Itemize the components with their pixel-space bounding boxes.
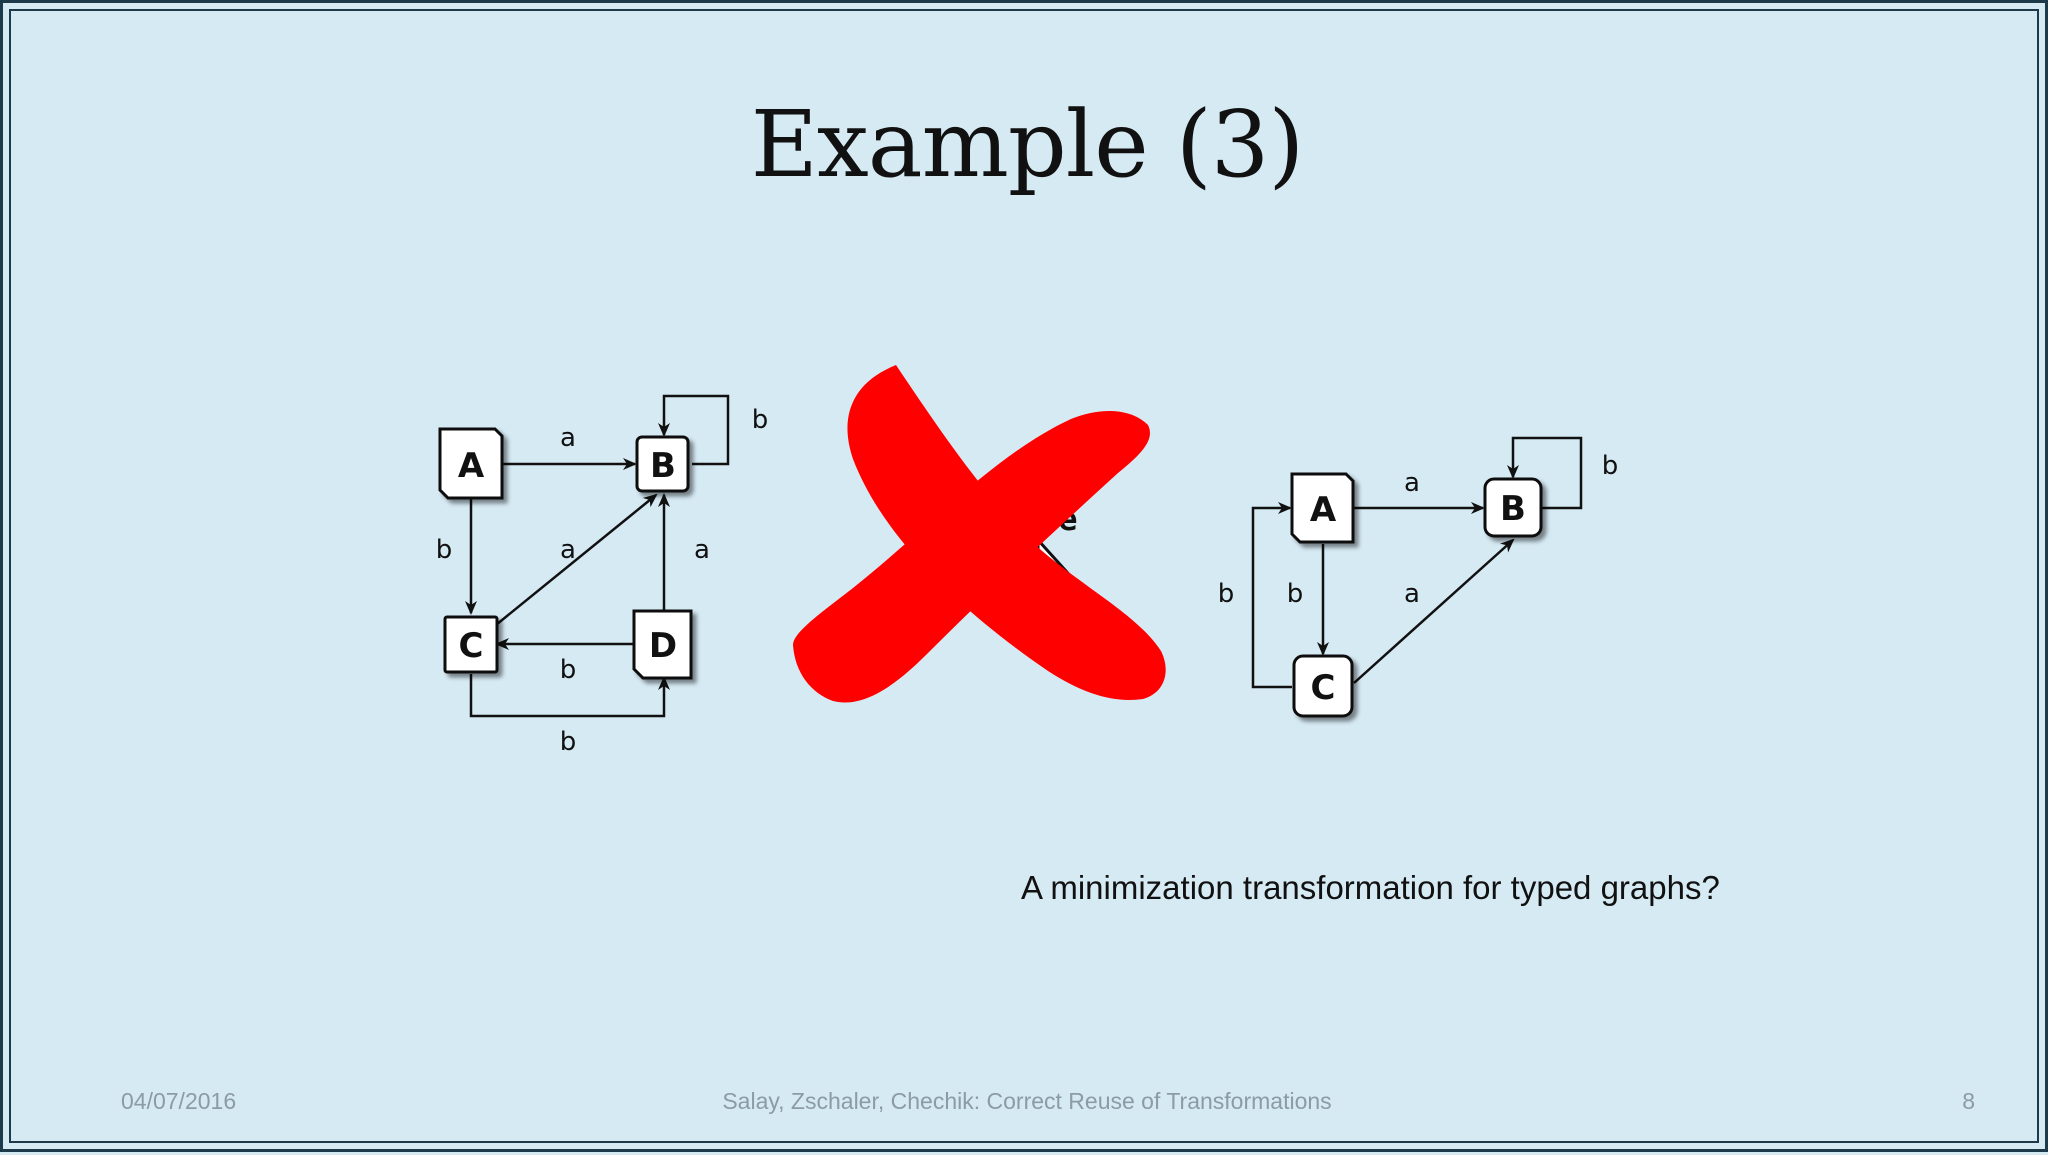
footer-page-number: 8 <box>1962 1088 1975 1114</box>
left-edge-b-self <box>658 394 730 466</box>
right-graph: a b b b a A B C <box>1218 436 1619 718</box>
diagram-canvas: a b b a a b b A B C D <box>436 365 1619 757</box>
footer-citation: Salay, Zschaler, Chechik: Correct Reuse … <box>722 1088 1332 1114</box>
left-node-b <box>635 435 690 493</box>
left-node-c <box>443 615 499 674</box>
left-label-c-to-d: b <box>560 727 577 757</box>
left-label-d-to-b: a <box>694 535 710 565</box>
left-label-a-to-c: b <box>436 535 453 565</box>
right-node-b <box>1483 477 1543 538</box>
left-node-a-label: A <box>458 446 485 486</box>
right-label-b-self: b <box>1602 451 1619 481</box>
right-node-a-label: A <box>1310 490 1337 530</box>
left-node-d <box>632 609 693 680</box>
right-label-a-to-b: a <box>1404 468 1420 498</box>
right-node-b-label: B <box>1500 489 1526 529</box>
right-node-c <box>1292 654 1354 718</box>
left-label-d-to-c: b <box>560 655 577 685</box>
left-label-b-self: b <box>752 405 769 435</box>
left-label-a-to-b: a <box>560 423 576 453</box>
right-edge-c-to-a <box>1251 502 1292 689</box>
question-text: A minimization transformation for typed … <box>1021 869 1720 906</box>
left-node-a <box>438 427 504 500</box>
right-label-a-to-c: b <box>1287 579 1304 609</box>
right-node-a <box>1290 472 1355 544</box>
left-edge-c-to-d <box>469 674 670 718</box>
right-node-c-label: C <box>1311 668 1336 708</box>
left-edge-c-to-b <box>490 493 658 630</box>
left-graph: a b b a a b b A B C D <box>436 394 769 757</box>
left-node-b-label: B <box>650 446 676 486</box>
slide-title: Example (3) <box>750 91 1304 198</box>
right-edge-c-to-b <box>1353 538 1515 684</box>
left-label-c-to-b: a <box>560 535 576 565</box>
red-cross-stroke-2 <box>793 410 1150 703</box>
footer-date: 04/07/2016 <box>121 1088 237 1114</box>
right-edge-b-self <box>1507 436 1583 510</box>
right-label-c-to-b: a <box>1404 579 1420 609</box>
right-label-c-to-a: b <box>1218 579 1235 609</box>
red-cross-icon <box>793 365 1166 703</box>
left-node-d-label: D <box>649 626 677 666</box>
left-node-c-label: C <box>459 626 484 666</box>
